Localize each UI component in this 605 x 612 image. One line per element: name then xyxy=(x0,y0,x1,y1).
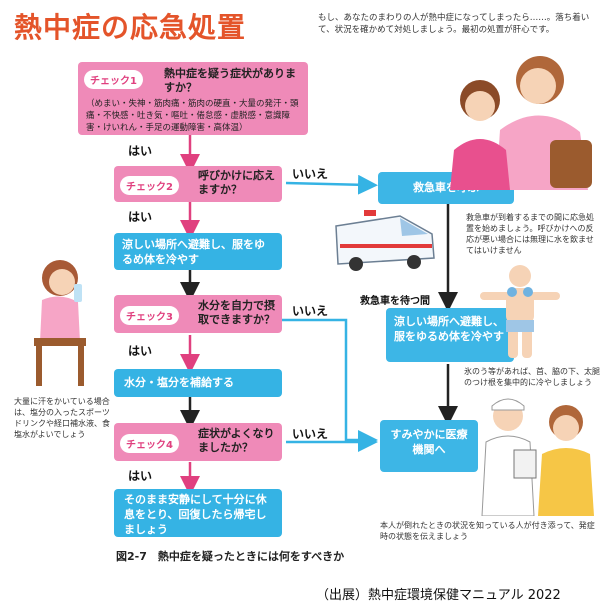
ambulance-illustration xyxy=(335,210,435,271)
check3-badge: チェック3 xyxy=(120,306,179,325)
check1-badge: チェック1 xyxy=(84,70,143,89)
wait-label: 救急車を待つ間 xyxy=(360,296,430,307)
rest-step: そのまま安静にして十分に休息をとり、回復したら帰宅しましょう xyxy=(114,489,282,537)
yes-label-3: はい xyxy=(128,344,153,358)
check1-box: チェック1 熱中症を疑う症状がありますか？ （めまい・失神・筋肉痛・筋肉の硬直・… xyxy=(78,62,308,135)
no-label-2: いいえ xyxy=(292,304,329,318)
check4-question: 症状がよくなりましたか？ xyxy=(198,427,275,454)
helper-woman-illustration xyxy=(450,56,592,190)
no-label-1: いいえ xyxy=(292,167,329,181)
intro-text: もし、あなたのまわりの人が熱中症になってしまったら……。落ち着いて、状況を確かめ… xyxy=(318,13,590,35)
drinking-girl-illustration xyxy=(34,260,86,386)
no-label-3: いいえ xyxy=(292,427,329,441)
cool-wait-step: 涼しい場所へ避難し、服をゆるめ体を冷やす xyxy=(386,308,514,362)
yes-label-1: はい xyxy=(128,144,153,158)
check3-question: 水分を自力で摂取できますか？ xyxy=(198,299,275,326)
sweat-note: 大量に汗をかいている場合は、塩分の入ったスポーツドリンクや経口補水液、食塩水がよ… xyxy=(14,397,110,439)
check2-box: チェック2 呼びかけに応えますか？ xyxy=(114,166,282,202)
check3-box: チェック3 水分を自力で摂取できますか？ xyxy=(114,295,282,333)
ice-note: 氷のう等があれば、首、脇の下、太腿のつけ根を集中的に冷やしましょう xyxy=(464,367,600,387)
ambulance-note: 救急車が到着するまでの間に応急処置を始めましょう。呼びかけへの反応が悪い場合には… xyxy=(466,213,594,255)
yes-label-4: はい xyxy=(128,469,153,483)
hospital-note: 本人が倒れたときの状況を知っている人が付き添って、発症時の状態を伝えましょう xyxy=(380,521,595,541)
body-cooling-illustration xyxy=(480,265,560,358)
source-text: （出展）熱中症環境保健マニュアル 2022 xyxy=(316,588,561,603)
hydrate-step: 水分・塩分を補給する xyxy=(114,369,282,397)
yes-label-2: はい xyxy=(128,210,153,224)
figure-caption: 図2-7 熱中症を疑ったときには何をすべきか xyxy=(116,550,345,563)
check1-symptoms: （めまい・失神・筋肉痛・筋肉の硬直・大量の発汗・頭痛・不快感・吐き気・嘔吐・倦怠… xyxy=(86,99,299,133)
medical-staff-illustration xyxy=(481,398,594,516)
check2-question: 呼びかけに応えますか？ xyxy=(198,169,275,196)
cool-step: 涼しい場所へ避難し、服をゆるめ体を冷やす xyxy=(114,233,282,270)
hospital-step: すみやかに医療機関へ xyxy=(380,420,478,472)
check4-box: チェック4 症状がよくなりましたか？ xyxy=(114,423,282,461)
check1-question: 熱中症を疑う症状がありますか？ xyxy=(164,67,296,94)
check4-badge: チェック4 xyxy=(120,434,179,453)
page-title: 熱中症の応急処置 xyxy=(14,11,247,44)
check2-badge: チェック2 xyxy=(120,176,179,195)
